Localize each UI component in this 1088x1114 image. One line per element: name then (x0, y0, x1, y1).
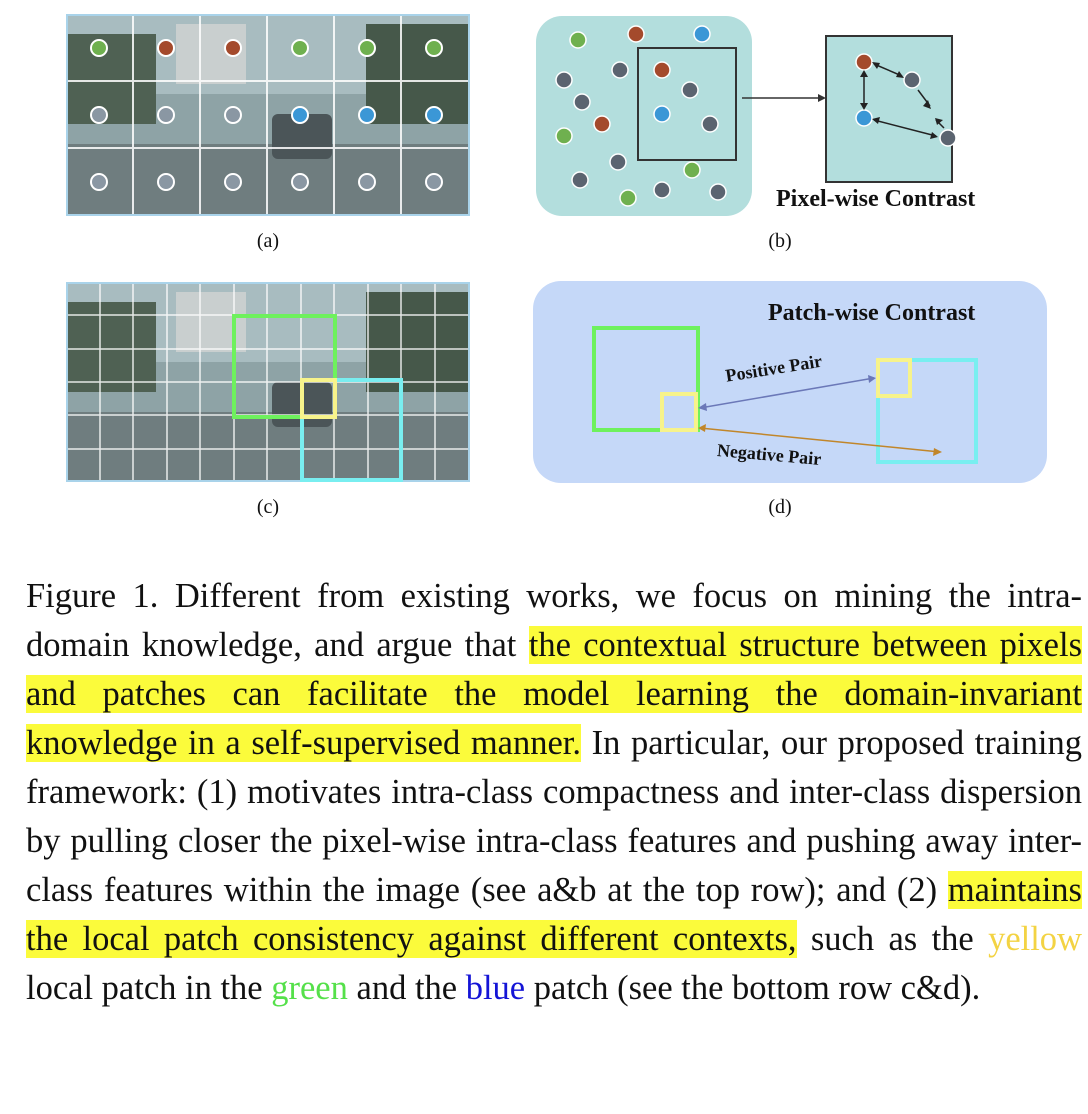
caption-part-1: Figure 1. Different from existing works,… (26, 577, 1082, 664)
panel-a (66, 14, 470, 216)
yellow-patch (300, 378, 337, 419)
blue-patch (300, 378, 403, 482)
panel-b-label: (b) (768, 230, 792, 252)
figure-caption: Figure 1. Different from existing works,… (26, 572, 1082, 1013)
green-patch (232, 314, 337, 419)
patch-wise-contrast-title: Patch-wise Contrast (768, 300, 976, 326)
caption-part-3: such as the (796, 920, 989, 958)
caption-part-6: patch (see the bottom row c&d). (525, 969, 981, 1007)
panel-d-figure (533, 281, 1047, 483)
panel-c-figure (66, 282, 470, 482)
panel-a-label: (a) (256, 230, 280, 252)
caption-word-yellow: yellow (988, 920, 1082, 958)
panel-d-label: (d) (768, 496, 792, 518)
caption-part-2: In particular, our proposed training fra… (26, 724, 1082, 909)
panel-d: Patch-wise Contrast Positive Pair Negati… (532, 280, 1048, 484)
panel-c-label: (c) (256, 496, 280, 518)
panel-b-figure (536, 16, 957, 216)
caption-word-green: green (271, 969, 348, 1007)
caption-word-blue: blue (465, 969, 526, 1007)
caption-part-4: local patch in the (26, 969, 272, 1007)
panel-a-figure (66, 14, 470, 216)
panel-c (66, 282, 470, 482)
panel-b: Pixel-wise Contrast (534, 14, 1054, 220)
pixel-wise-contrast-title: Pixel-wise Contrast (776, 186, 976, 212)
caption-part-5: and the (347, 969, 466, 1007)
